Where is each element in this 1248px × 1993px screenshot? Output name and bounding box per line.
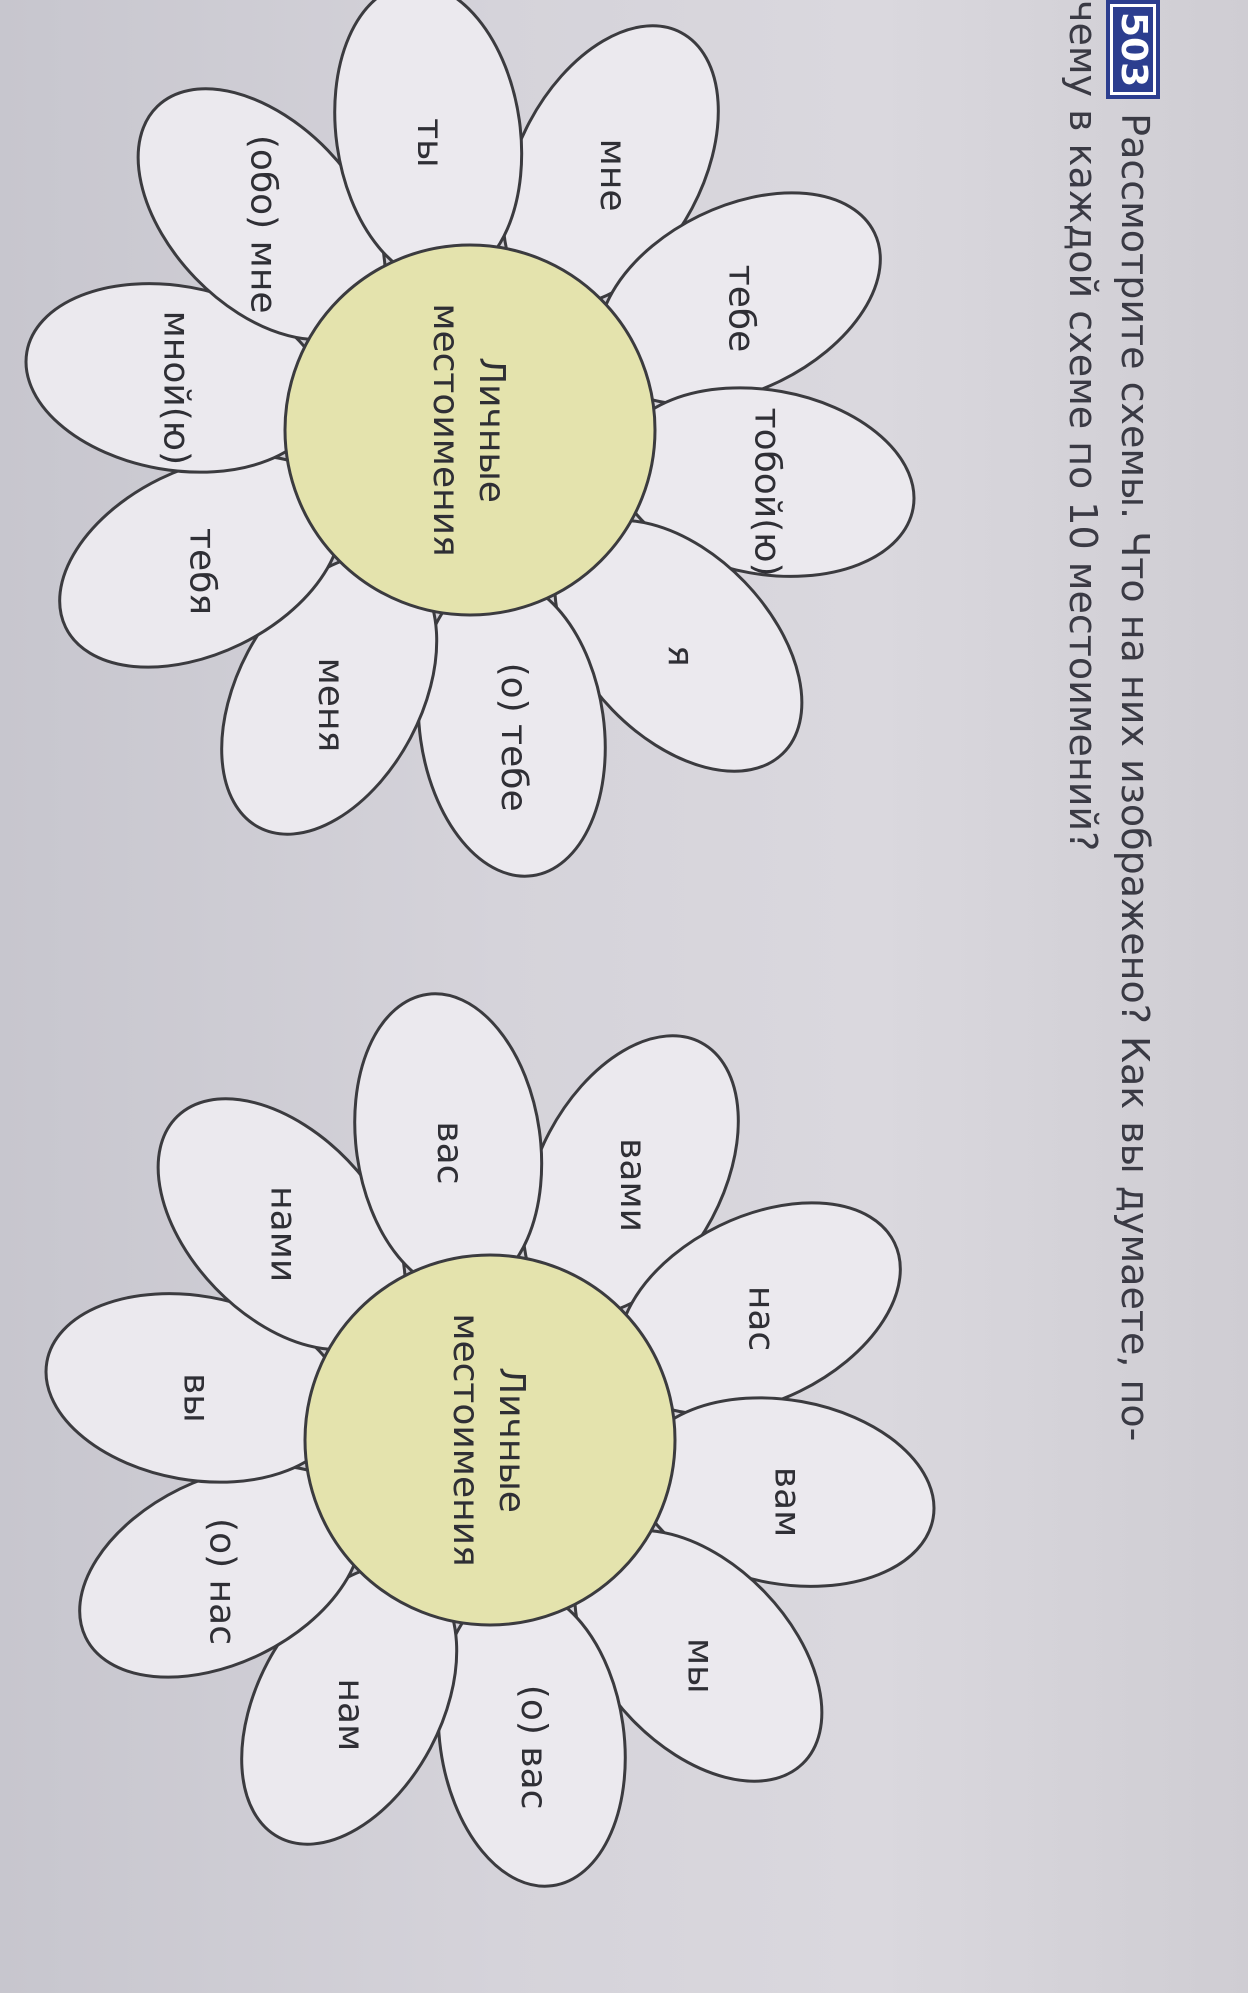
center-label-line-2: местоимения (445, 1313, 486, 1566)
petal-label: вами (612, 1138, 653, 1232)
center-label-line-1: Личные (471, 357, 512, 503)
petal: (о) нас (78, 1464, 363, 1679)
petal-label: я (659, 645, 700, 667)
flower-1: мне тебе тобой(ю) я (о) тебе меня тебя мной(ю) (… (24, 0, 916, 878)
petal-label: (о) вас (513, 1685, 554, 1810)
petal: мной(ю) (24, 282, 325, 474)
petal-label: нас (741, 1286, 782, 1351)
petal-label: нам (330, 1679, 371, 1752)
petal-label: мы (679, 1638, 720, 1694)
petal-label: вы (176, 1373, 217, 1423)
petal: вас (353, 992, 544, 1294)
petal: (о) вас (436, 1586, 627, 1888)
petal-label: вас (429, 1121, 470, 1184)
center-label-line-2: местоимения (425, 303, 466, 556)
flower-center (283, 243, 657, 617)
petal-label: мной(ю) (156, 311, 197, 466)
petal-label: нами (263, 1186, 304, 1282)
petal-label: тобой(ю) (746, 408, 787, 577)
flower-2: вами нас вам мы (о) вас нам (о) нас вы нами васЛи… (44, 992, 936, 1888)
petal-label: (о) тебе (493, 663, 534, 812)
flower-center (303, 1253, 677, 1627)
petal: я (553, 518, 804, 773)
petal-label: мне (592, 139, 633, 212)
petal-label: (обо) мне (243, 135, 284, 314)
petal-label: меня (310, 658, 351, 753)
petal-label: тебя (181, 528, 222, 615)
petal: (обо) мне (136, 87, 387, 342)
center-label-line-1: Личные (491, 1367, 532, 1513)
petal: тебе (597, 191, 882, 406)
petal-label: тебе (721, 265, 762, 352)
petal-label: ты (409, 118, 450, 167)
petal-label: (о) нас (201, 1518, 242, 1645)
petal-label: вам (766, 1467, 807, 1537)
petal: нами (156, 1097, 407, 1352)
